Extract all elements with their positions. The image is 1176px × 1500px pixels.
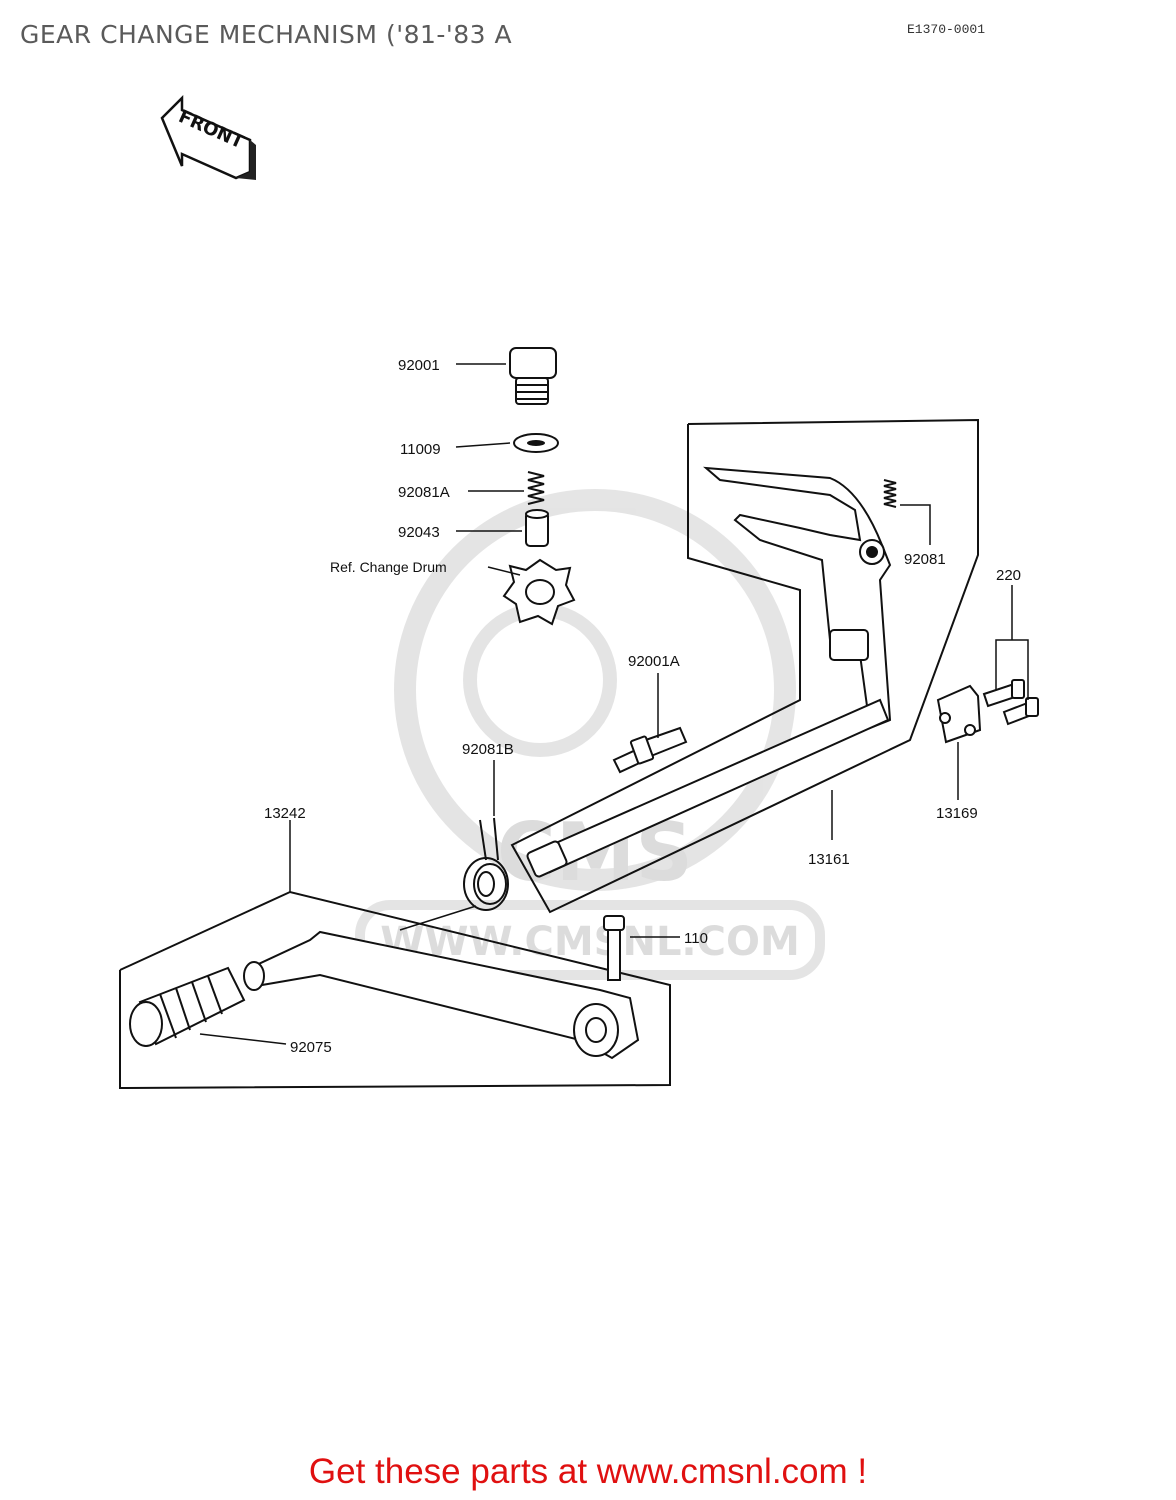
bolt-110 bbox=[603, 915, 625, 981]
stud-92001a bbox=[612, 726, 688, 774]
part-label-92081b: 92081B bbox=[462, 741, 514, 758]
bolts-220 bbox=[982, 679, 1039, 726]
spring-92081 bbox=[883, 479, 897, 508]
part-label-13161: 13161 bbox=[808, 851, 850, 868]
diagram-ref-code: E1370-0001 bbox=[907, 22, 986, 37]
pedal-group-outline bbox=[119, 890, 671, 1090]
part-label-92043: 92043 bbox=[398, 524, 440, 541]
spring-92081b bbox=[463, 817, 509, 911]
shift-pedal-part bbox=[243, 930, 640, 1060]
part-label-13169: 13169 bbox=[936, 805, 978, 822]
part-label-220: 220 bbox=[996, 567, 1021, 584]
rubber-92075 bbox=[129, 966, 246, 1047]
bolt-92001 bbox=[509, 347, 557, 405]
washer-hole bbox=[527, 440, 545, 446]
page-title: GEAR CHANGE MECHANISM ('81-'83 A bbox=[20, 20, 513, 49]
part-label-110: 110 bbox=[684, 930, 708, 947]
part-label-ref-change-drum: Ref. Change Drum bbox=[330, 559, 447, 575]
watermark-logo-face bbox=[463, 603, 617, 757]
part-label-13242: 13242 bbox=[264, 805, 306, 822]
part-label-92081a: 92081A bbox=[398, 484, 450, 501]
part-label-92081: 92081 bbox=[904, 551, 946, 568]
change-drum-star bbox=[502, 558, 576, 626]
part-label-92001: 92001 bbox=[398, 357, 440, 374]
watermark-logo-circle bbox=[394, 489, 796, 891]
part-label-92001a: 92001A bbox=[628, 653, 680, 670]
cta-footer-link[interactable]: Get these parts at www.cmsnl.com ! bbox=[308, 1452, 868, 1491]
front-arrow-icon: FRONT bbox=[160, 94, 256, 180]
plate-13169 bbox=[936, 684, 982, 744]
watermark-url-text: WWW.CMSNL.COM bbox=[380, 919, 800, 965]
shaft-group-outline bbox=[510, 418, 979, 914]
watermark: CMS WWW.CMSNL.COM bbox=[355, 489, 825, 980]
pin-92043 bbox=[525, 509, 549, 547]
shift-shaft-part bbox=[526, 466, 892, 878]
part-label-11009: 11009 bbox=[400, 441, 441, 458]
spring-92081a bbox=[527, 471, 545, 505]
part-label-92075: 92075 bbox=[290, 1039, 332, 1056]
leader-lines bbox=[199, 363, 1029, 1045]
